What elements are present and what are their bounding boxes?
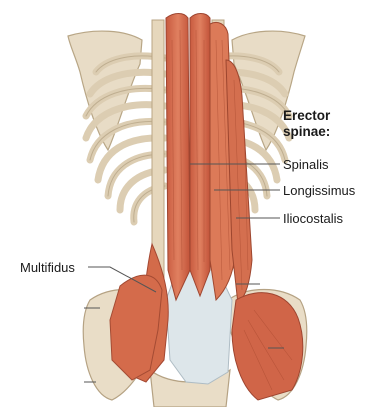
spinalis-muscle <box>166 14 210 301</box>
label-longissimus: Longissimus <box>283 183 355 198</box>
erector-spinae-heading-line2: spinae: <box>283 124 330 139</box>
label-spinalis: Spinalis <box>283 157 329 172</box>
label-multifidus: Multifidus <box>20 260 75 275</box>
gluteal-muscle <box>232 293 303 400</box>
erector-spinae-heading-line1: Erector <box>283 108 330 123</box>
label-iliocostalis: Iliocostalis <box>283 211 343 226</box>
